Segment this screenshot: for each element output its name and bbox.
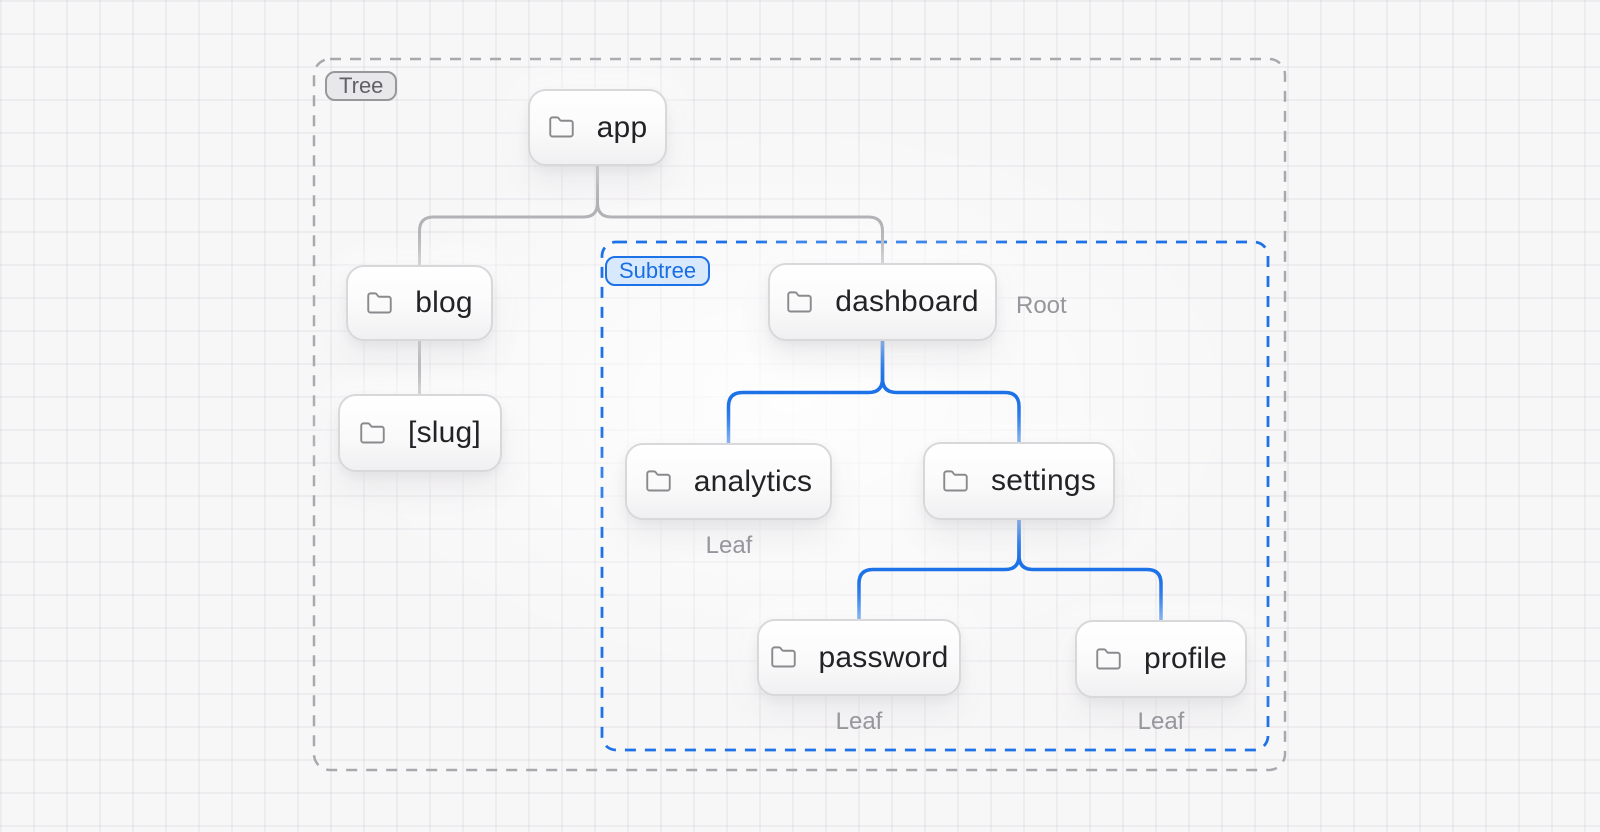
folder-icon [942,468,969,495]
node-label: app [596,110,648,144]
node-label: dashboard [835,285,979,318]
edge-settings-profile [1017,518,1163,622]
tree-node-profile[interactable]: profile [1075,620,1247,698]
tree-boundary [312,57,1287,772]
tree-node-password[interactable]: password [757,619,961,696]
folder-icon [359,420,386,447]
folder-icon [645,468,672,495]
tree-node-dashboard[interactable]: dashboard [768,263,997,341]
folder-icon [770,644,797,671]
annotation-root: Root [1016,292,1067,319]
tree-node-settings[interactable]: settings [923,442,1115,520]
annotation-leaf: Leaf [835,708,883,735]
folder-icon [1095,646,1122,673]
edge-app-dashboard [596,164,884,265]
tree-badge: Tree [325,71,398,101]
tree-node-app[interactable]: app [528,89,667,166]
tree-node-analytics[interactable]: analytics [625,443,832,520]
folder-icon [366,290,393,317]
edge-dashboard-analytics [726,339,885,445]
edge-app-blog [418,164,599,267]
node-label: analytics [693,464,813,498]
annotation-leaf: Leaf [1137,708,1185,735]
node-label: blog [415,286,473,319]
node-label: [slug] [408,416,481,449]
node-label: profile [1143,642,1228,675]
annotation-leaf: Leaf [705,532,753,559]
edge-settings-password [857,518,1021,621]
node-label: settings [991,464,1096,497]
folder-icon [786,289,813,316]
tree-node-slug[interactable]: [slug] [338,394,502,472]
subtree-badge: Subtree [605,256,711,286]
edge-dashboard-settings [880,339,1021,444]
node-label: password [818,640,949,674]
folder-icon [548,114,575,141]
tree-node-blog[interactable]: blog [346,265,493,341]
subtree-boundary [600,240,1270,752]
